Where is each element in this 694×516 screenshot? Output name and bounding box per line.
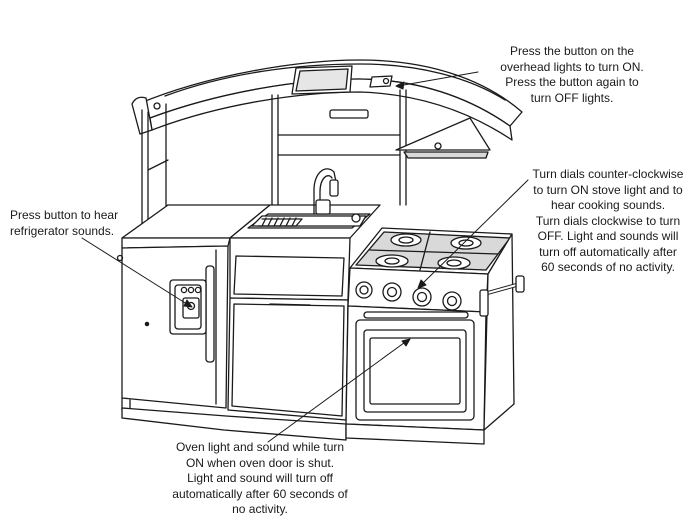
overhead-lights-callout: Press the button on the overhead lights … bbox=[500, 44, 644, 105]
stove-dials-callout: Turn dials counter-clockwise to turn ON … bbox=[532, 167, 684, 274]
burner-back-right bbox=[450, 236, 482, 250]
stove-dial-2[interactable] bbox=[382, 282, 402, 302]
range-hood bbox=[395, 117, 491, 159]
refrigerator-callout: Press button to hear refrigerator sounds… bbox=[10, 208, 119, 238]
burner-front-left bbox=[375, 254, 409, 268]
oven-door[interactable] bbox=[355, 319, 475, 421]
oven-callout: Oven light and sound while turn ON when … bbox=[172, 440, 348, 516]
stove-dial-4[interactable] bbox=[442, 291, 462, 311]
callout-leaders bbox=[81, 71, 529, 443]
overhead-light-button[interactable] bbox=[369, 75, 393, 88]
faucet[interactable] bbox=[313, 168, 361, 223]
refrigerator-handle[interactable] bbox=[205, 265, 215, 363]
stove-dial-3[interactable] bbox=[412, 287, 432, 307]
sink-cabinet bbox=[121, 204, 381, 441]
side-towel-bar[interactable] bbox=[479, 275, 525, 317]
overhead-light-panel bbox=[291, 65, 353, 95]
canopy bbox=[131, 59, 523, 207]
burner-back-left bbox=[390, 233, 422, 247]
stove-dial-1[interactable] bbox=[355, 281, 373, 299]
stove-unit bbox=[349, 227, 513, 275]
